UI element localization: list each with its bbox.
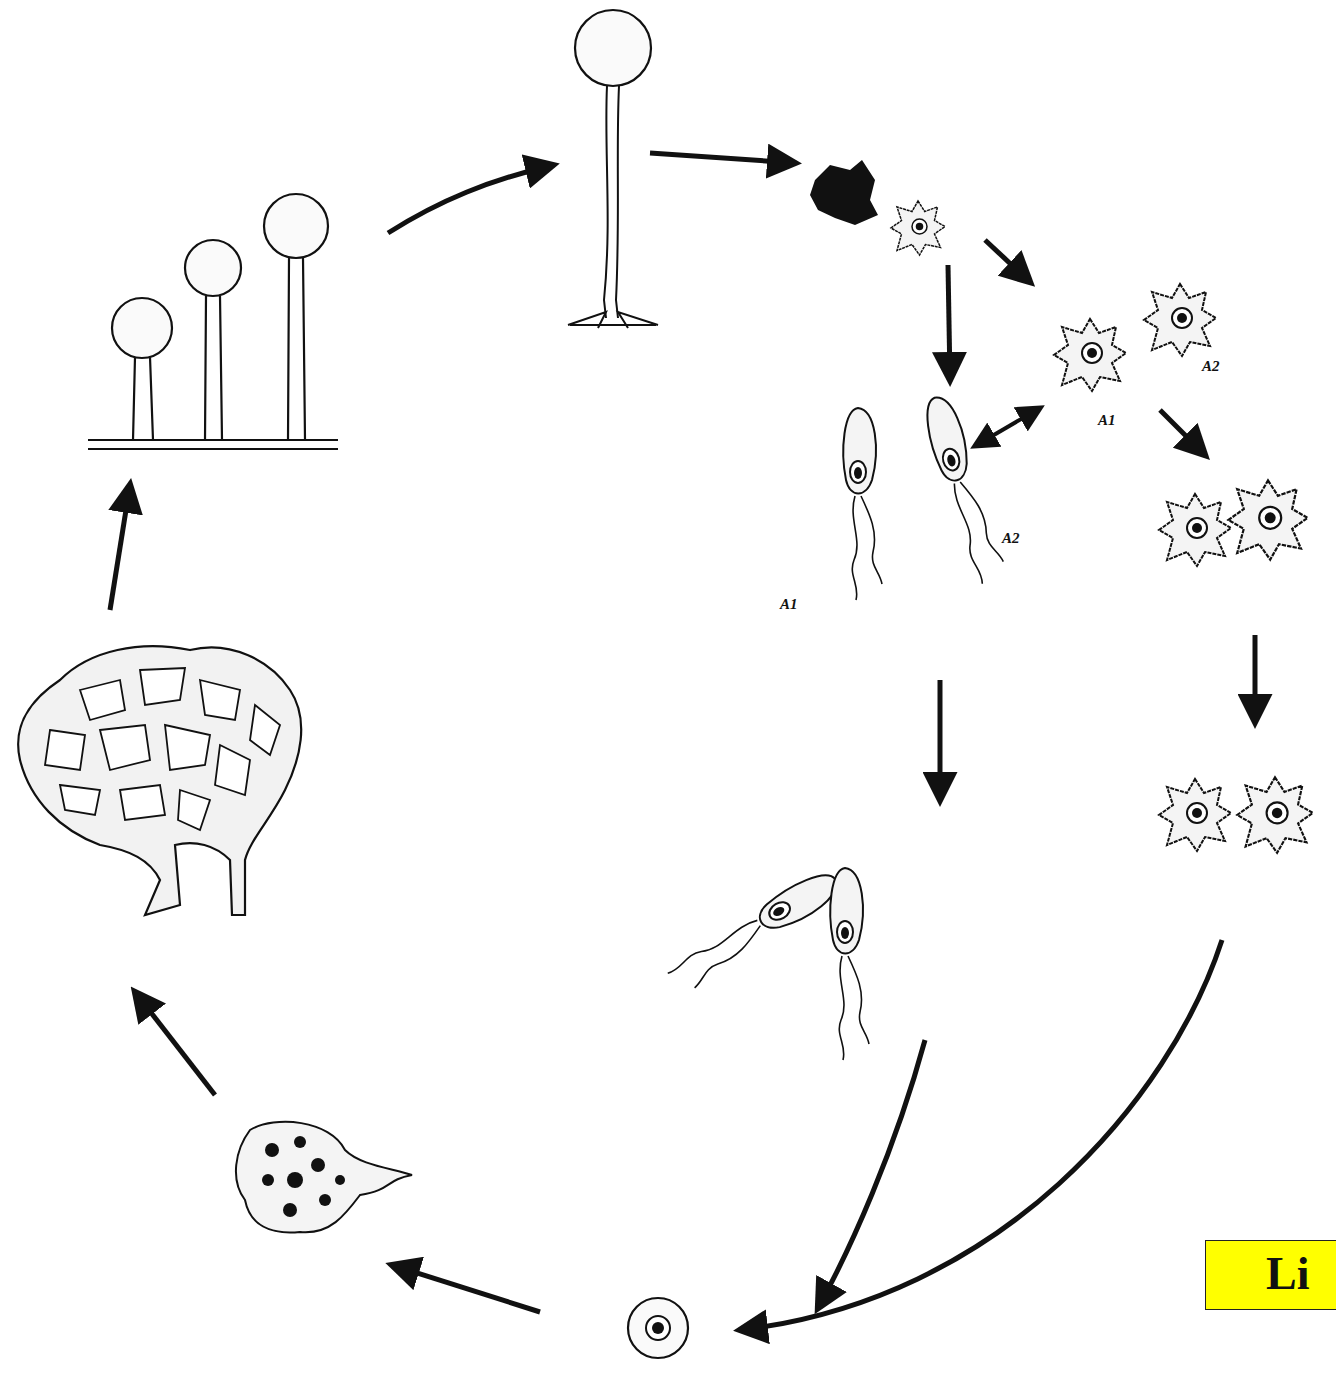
- highlight-title-box: Li: [1205, 1240, 1336, 1310]
- title-text: Li: [1266, 1251, 1309, 1297]
- young-plasmodium: [236, 1122, 412, 1233]
- cell-type-label: A2: [1202, 358, 1220, 375]
- plasmodium-network: [18, 646, 301, 915]
- flagellate-cells: [661, 392, 1007, 1060]
- spores: [810, 160, 945, 255]
- zygote: [628, 1298, 688, 1358]
- cell-type-label: A2: [1002, 530, 1020, 547]
- cell-type-label: A1: [1098, 412, 1116, 429]
- sporangium: [568, 10, 658, 328]
- amoeba-cells: [1054, 284, 1313, 853]
- sporangia-group: [88, 194, 338, 449]
- cycle-arrows: [110, 153, 1255, 1330]
- cell-type-label: A1: [780, 596, 798, 613]
